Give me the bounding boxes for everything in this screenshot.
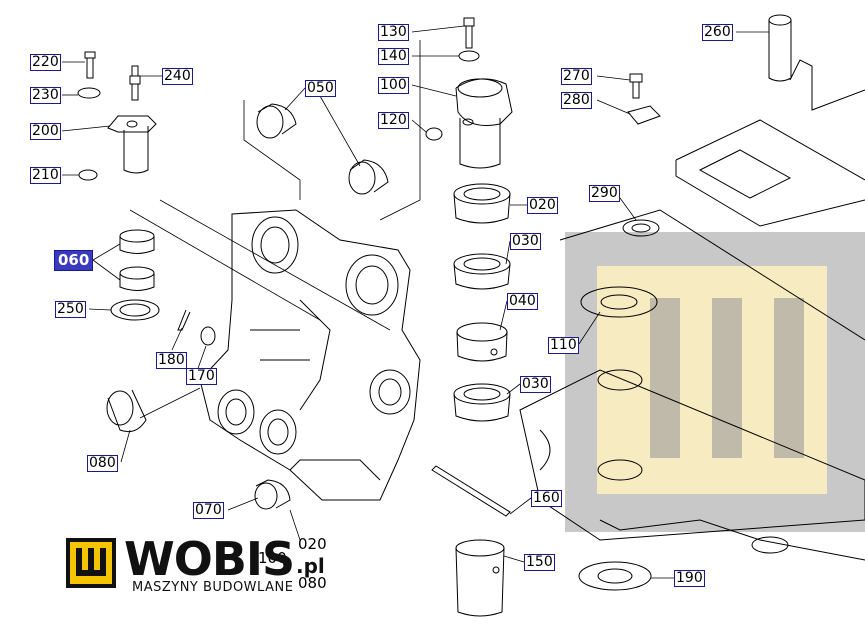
callout-160[interactable]: 160 [531, 490, 562, 507]
bolt-220-drawing [84, 51, 96, 79]
callout-110[interactable]: 110 [548, 337, 579, 354]
bushing-070-drawing [254, 479, 291, 510]
callout-290[interactable]: 290 [589, 185, 620, 202]
cotter-pin-180-drawing [177, 309, 191, 331]
logo-tagline: MASZYNY BUDOWLANE [132, 580, 294, 595]
callout-100[interactable]: 100 [378, 77, 409, 94]
callout-230[interactable]: 230 [30, 87, 61, 104]
callout-140[interactable]: 140 [378, 48, 409, 65]
leader-lines [61, 25, 769, 579]
washer-140-drawing [458, 50, 480, 62]
washer-120-drawing [425, 127, 443, 141]
pin-100-drawing [455, 78, 513, 169]
wobis-logo-mark [66, 538, 116, 588]
callout-080[interactable]: 080 [87, 455, 118, 472]
callout-030-upper[interactable]: 030 [510, 233, 541, 250]
callout-040[interactable]: 040 [507, 293, 538, 310]
stack-label-080: 080 [298, 574, 327, 592]
callout-120[interactable]: 120 [378, 112, 409, 129]
bolt-270-drawing [629, 73, 643, 99]
shim-110-drawing [580, 286, 658, 318]
callout-130[interactable]: 130 [378, 24, 409, 41]
bushing-050-drawing [256, 103, 389, 195]
pin-160-drawing [431, 465, 511, 517]
washer-210-drawing [78, 169, 98, 181]
callout-180[interactable]: 180 [156, 352, 187, 369]
callout-240[interactable]: 240 [162, 68, 193, 85]
plate-280-drawing [627, 105, 661, 125]
grease-nipple-240-drawing [129, 65, 141, 101]
stack-label-020: 020 [298, 535, 327, 553]
callout-250[interactable]: 250 [55, 301, 86, 318]
pin-150-drawing [455, 539, 505, 617]
bushing-080-drawing [106, 389, 147, 433]
washer-170-drawing [200, 326, 216, 346]
washer-230-drawing [77, 87, 101, 99]
shim-250-drawing [110, 299, 160, 321]
bushing-020-drawing [453, 183, 511, 224]
callout-200[interactable]: 200 [30, 123, 61, 140]
bushing-030a-drawing [453, 253, 511, 290]
swing-bracket-drawing [199, 209, 421, 501]
wobis-logo: WOBIS .pl MASZYNY BUDOWLANE [64, 536, 334, 596]
callout-220[interactable]: 220 [30, 54, 61, 71]
callout-150[interactable]: 150 [524, 554, 555, 571]
pin-260-drawing [768, 14, 792, 82]
callout-270[interactable]: 270 [561, 68, 592, 85]
pin-200-drawing [107, 115, 157, 174]
callout-050[interactable]: 050 [305, 80, 336, 97]
bushing-030b-drawing [453, 383, 511, 422]
callout-260[interactable]: 260 [702, 24, 733, 41]
callout-060[interactable]: 060 [54, 250, 94, 271]
shim-190-drawing [578, 561, 652, 591]
bushing-040-drawing [456, 322, 508, 362]
callout-070[interactable]: 070 [193, 502, 224, 519]
logo-tld: .pl [296, 554, 325, 578]
watermark-logo [565, 232, 865, 532]
callout-210[interactable]: 210 [30, 167, 61, 184]
bushing-060-drawing [119, 229, 155, 291]
callout-170[interactable]: 170 [186, 368, 217, 385]
stack-label-100: 100 [258, 549, 287, 567]
callout-030-lower[interactable]: 030 [520, 376, 551, 393]
shim-290-drawing [622, 219, 660, 237]
bolt-130-drawing [463, 17, 475, 49]
callout-020[interactable]: 020 [527, 197, 558, 214]
callout-280[interactable]: 280 [561, 92, 592, 109]
logo-brand: WOBIS [124, 532, 295, 586]
callout-190[interactable]: 190 [674, 570, 705, 587]
